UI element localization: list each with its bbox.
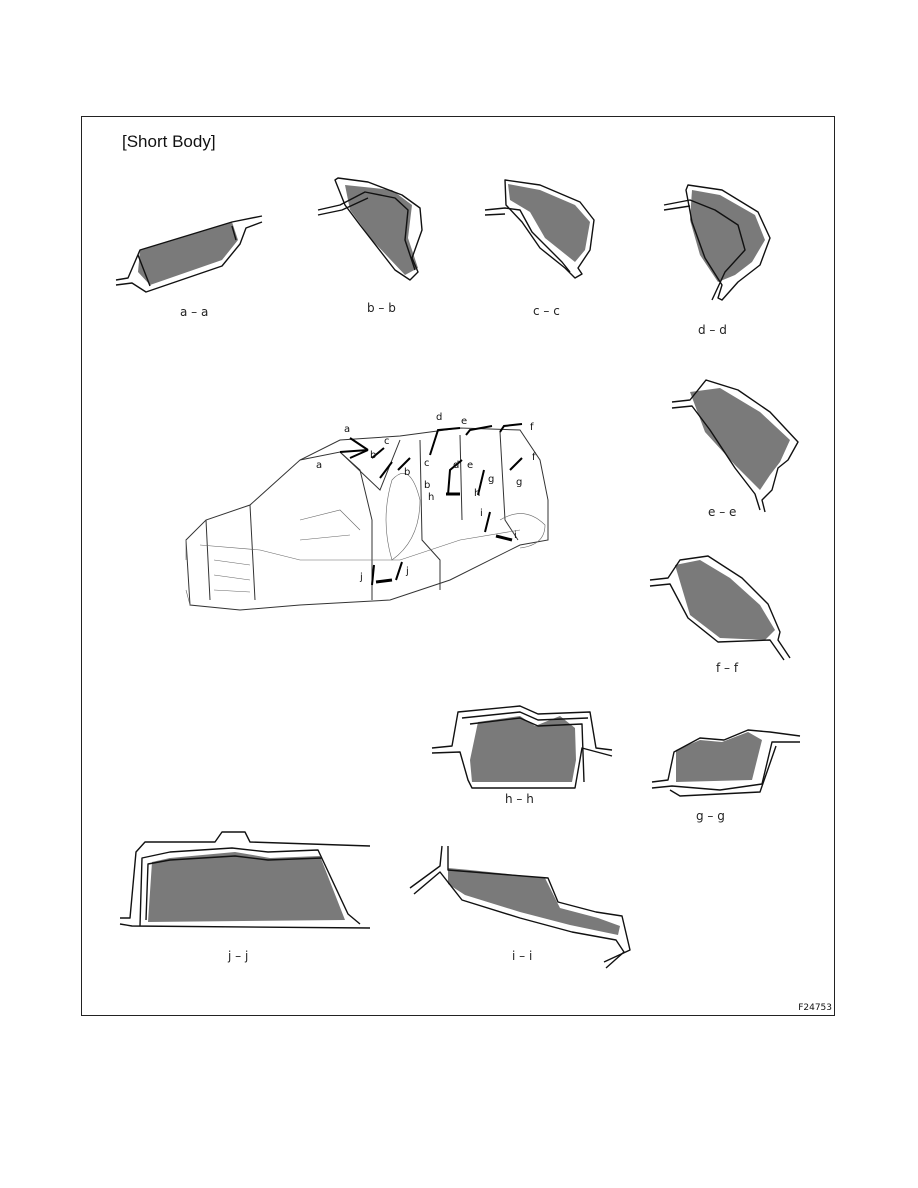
pointer-i-bottom: i [514,530,517,541]
section-f-f: f – f [649,555,791,675]
section-d-d: d – d [663,184,771,337]
pointer-j-right: j [405,566,409,577]
pointer-i-top: i [480,508,483,519]
pointer-d-top: d [436,412,442,423]
pointer-g-right: g [516,477,522,488]
section-i-i: i – i [409,845,631,969]
pointer-f-bottom: f [532,452,536,463]
figure-id: F24753 [798,1003,832,1013]
label-h-h: h – h [505,792,534,806]
pointer-e-bottom: e [467,460,473,471]
car-body-illustration [185,427,549,611]
pointer-c-bottom: c [424,458,430,469]
label-g-g: g – g [696,809,725,823]
pointer-a-bottom: a [316,460,322,471]
section-e-e: e – e [671,379,799,519]
label-b-b: b – b [367,301,396,315]
section-a-a: a – a [115,215,263,319]
section-j-j: j – j [119,831,371,963]
pointer-b-mid: b [404,467,410,478]
pointer-c-top: c [384,436,390,447]
label-e-e: e – e [708,505,736,519]
pointer-f-top: f [530,422,534,433]
section-c-c: c – c [484,179,595,318]
label-a-a: a – a [180,305,208,319]
label-j-j: j – j [227,949,248,963]
label-i-i: i – i [512,949,532,963]
pointer-e-top: e [461,416,467,427]
pointer-h-right: h [474,488,480,499]
pointer-j-left: j [359,572,363,583]
section-markers [339,423,523,586]
label-c-c: c – c [533,304,560,318]
pointer-h-left: h [428,492,434,503]
label-d-d: d – d [698,323,727,337]
pointer-b-bottom: b [424,480,430,491]
pointer-d-bottom: d [453,460,459,471]
section-b-b: b – b [317,177,423,315]
pointer-b-top: b [370,450,376,461]
diagram-title: [Short Body] [122,132,216,151]
pointer-g-left: g [488,474,494,485]
pointer-a-top: a [344,424,350,435]
section-pointer-labels: a a c b c b b d d e e f f h h g g i i j … [316,412,536,583]
section-h-h: h – h [431,705,613,806]
section-g-g: g – g [651,729,801,823]
label-f-f: f – f [716,661,739,675]
